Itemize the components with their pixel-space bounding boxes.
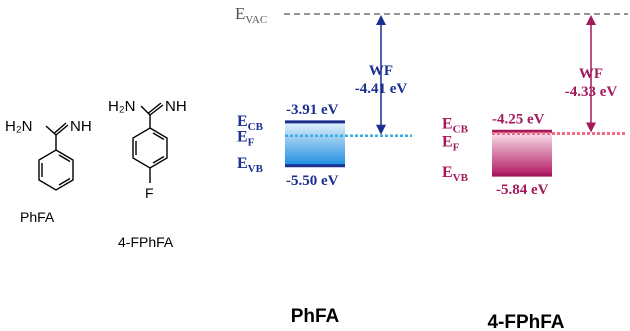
phfa-wf-label: WF	[369, 63, 393, 79]
amine-label: H₂N	[5, 118, 33, 135]
vacuum-label-sub: VAC	[245, 14, 267, 26]
amine-label: H₂N	[108, 98, 136, 115]
fphfa-structure: H₂N NH F 4-FPhFA	[108, 98, 187, 250]
phfa-structure: H₂N NH PhFA	[5, 118, 92, 225]
phfa-vb-label: EVB	[237, 155, 264, 175]
cb-label-main: E	[237, 113, 248, 130]
f-label-main: E	[237, 129, 248, 146]
phfa-molecule-name: PhFA	[20, 209, 55, 225]
vb-label-sub: VB	[248, 163, 264, 175]
f-label-main: E	[442, 134, 453, 151]
vacuum-label-main: E	[235, 4, 245, 23]
phfa-wf-value: -4.41 eV	[355, 81, 408, 97]
fphfa-fermi-label: EF	[442, 134, 460, 154]
f-label-sub: F	[248, 137, 255, 149]
phfa-material-label: PhFA	[291, 306, 340, 327]
imine-label: NH	[165, 98, 187, 115]
fphfa-cb-value: -4.25 eV	[492, 111, 545, 127]
phfa-cb-value: -3.91 eV	[286, 102, 339, 118]
vb-label-main: E	[442, 164, 453, 181]
fphfa-material-label: 4-FPhFA	[487, 312, 564, 331]
fphfa-wf-value: -4.33 eV	[565, 84, 618, 100]
fphfa-molecule-name: 4-FPhFA	[118, 234, 174, 250]
phfa-bonds	[38, 122, 74, 191]
vacuum-level-label: EVAC	[235, 4, 267, 26]
fluorine-label: F	[145, 185, 154, 201]
fphfa-vb-label: EVB	[442, 164, 469, 184]
phfa-vb-value: -5.50 eV	[286, 173, 339, 189]
fphfa-band-structure: -4.25 eV -5.84 eV ECB EF EVB WF -4.33 eV…	[442, 14, 625, 331]
cb-label-main: E	[442, 115, 453, 132]
fphfa-wf-label: WF	[579, 66, 603, 82]
vb-label-main: E	[237, 155, 248, 172]
phfa-band-gap-fill	[285, 121, 345, 166]
phfa-fermi-label: EF	[237, 129, 255, 149]
cb-label-sub: CB	[248, 121, 264, 133]
fphfa-cb-label: ECB	[442, 115, 469, 135]
f-label-sub: F	[453, 142, 460, 154]
phfa-cb-label: ECB	[237, 113, 264, 133]
phfa-band-structure: -3.91 eV -5.50 eV ECB EF EVB WF -4.41 eV…	[237, 14, 412, 327]
fphfa-vb-value: -5.84 eV	[496, 182, 549, 198]
fphfa-bonds	[132, 102, 168, 183]
fphfa-band-gap-fill	[492, 131, 552, 176]
cb-label-sub: CB	[453, 123, 469, 135]
vb-label-sub: VB	[453, 172, 469, 184]
imine-label: NH	[70, 118, 92, 135]
vacuum-level: EVAC	[235, 4, 628, 26]
